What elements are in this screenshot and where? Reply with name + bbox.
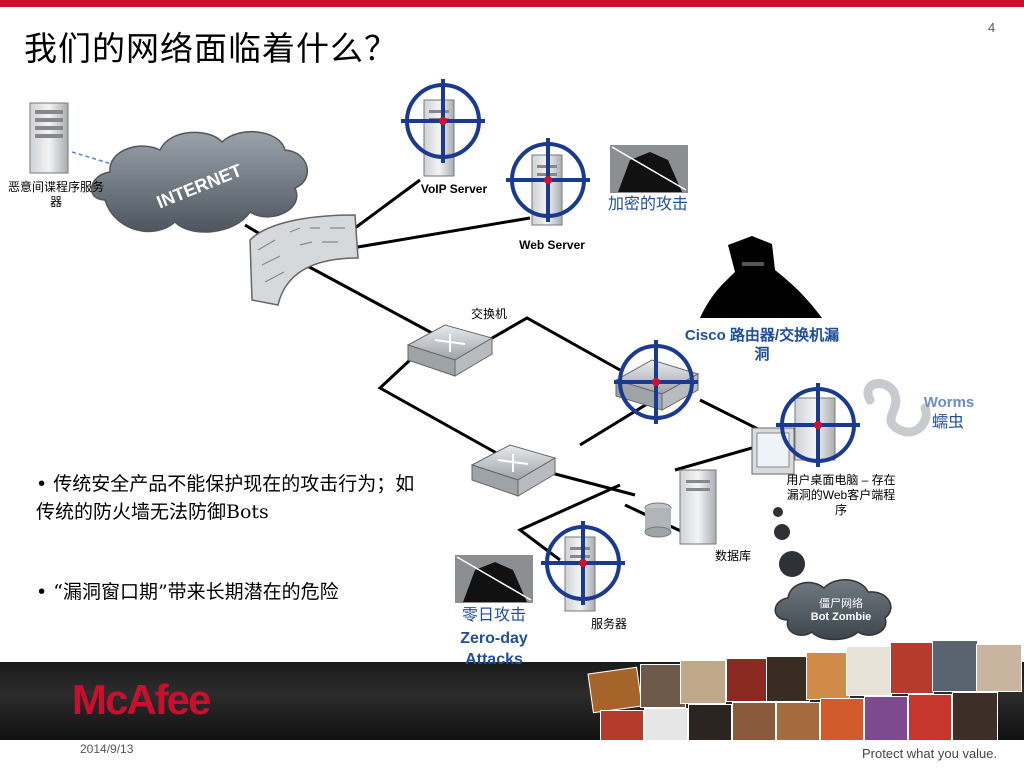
- photo-tile: [726, 658, 770, 702]
- photo-tile: [890, 642, 934, 694]
- photo-mosaic: [580, 640, 1024, 752]
- server-label: 服务器: [590, 617, 627, 631]
- firewall-icon: [249, 214, 359, 306]
- bullet-vulnerability-window: • “漏洞窗口期”带来长期潜在的危险: [36, 581, 339, 603]
- switch-icon: [406, 324, 494, 377]
- voip-server-icon: [423, 99, 455, 177]
- malicious-server-icon: [29, 102, 69, 174]
- encrypted-attack-icon: [610, 145, 688, 193]
- photo-tile: [776, 702, 820, 746]
- switch-icon-2: [470, 444, 557, 497]
- photo-tile: [952, 692, 998, 742]
- photo-tile: [732, 702, 776, 746]
- bot-zombie-cloud-icon: [774, 579, 892, 641]
- footer-strip: [0, 740, 1024, 768]
- photo-tile: [644, 708, 688, 746]
- database-label: 数据库: [714, 549, 751, 563]
- footer-tagline: Protect what you value.: [862, 746, 998, 761]
- mcafee-logo: McAfee: [72, 676, 211, 723]
- hacker-silhouette-icon: [700, 236, 822, 318]
- top-accent-bar: [0, 0, 1024, 7]
- network-diagram: INTERNET: [29, 79, 931, 641]
- photo-tile: [820, 698, 864, 746]
- zeroday-en-label: Zero-day Attacks: [460, 630, 528, 668]
- photo-tile: [864, 696, 908, 742]
- worms-label: Worms: [923, 394, 975, 411]
- photo-tile: [587, 666, 643, 714]
- malicious-server-label: 恶意间谍程序服务器: [8, 180, 105, 209]
- desktop-label: 用户桌面电脑 – 存在漏洞的Web客户端程序: [786, 473, 896, 517]
- photo-tile: [766, 656, 810, 702]
- photo-tile: [846, 646, 892, 696]
- zombie-trail-icon: [773, 507, 805, 577]
- bullet-legacy-products: • 传统安全产品不能保护现在的攻击行为；如传统的防火墙无法防御Bots: [36, 473, 415, 523]
- encrypted-attack-label: 加密的攻击: [607, 196, 688, 213]
- worms-cn-label: 蠕虫: [931, 414, 964, 431]
- voip-server-label: VoIP Server: [420, 182, 488, 196]
- worm-icon: [863, 379, 931, 437]
- zombie-label-en: Bot Zombie: [810, 611, 872, 623]
- zeroday-cn-label: 零日攻击: [461, 607, 526, 624]
- internet-cloud-icon: [90, 130, 309, 233]
- photo-tile: [908, 694, 952, 742]
- database-icon: [644, 469, 717, 545]
- photo-tile: [680, 660, 726, 704]
- cisco-vulnerability-label: Cisco 路由器/交换机漏洞: [684, 327, 840, 363]
- slide-title: 我们的网络面临着什么？: [24, 29, 398, 68]
- page-number: 4: [988, 20, 996, 35]
- photo-tile: [806, 652, 850, 700]
- web-server-label: Web Server: [519, 238, 585, 252]
- zombie-label-cn: 僵尸网络: [819, 598, 863, 610]
- zeroday-attack-icon: [455, 555, 533, 603]
- switch-label: 交换机: [470, 307, 507, 321]
- photo-tile: [932, 640, 978, 692]
- photo-tile: [688, 704, 732, 746]
- photo-tile: [976, 644, 1022, 692]
- footer-date: 2014/9/13: [80, 742, 134, 756]
